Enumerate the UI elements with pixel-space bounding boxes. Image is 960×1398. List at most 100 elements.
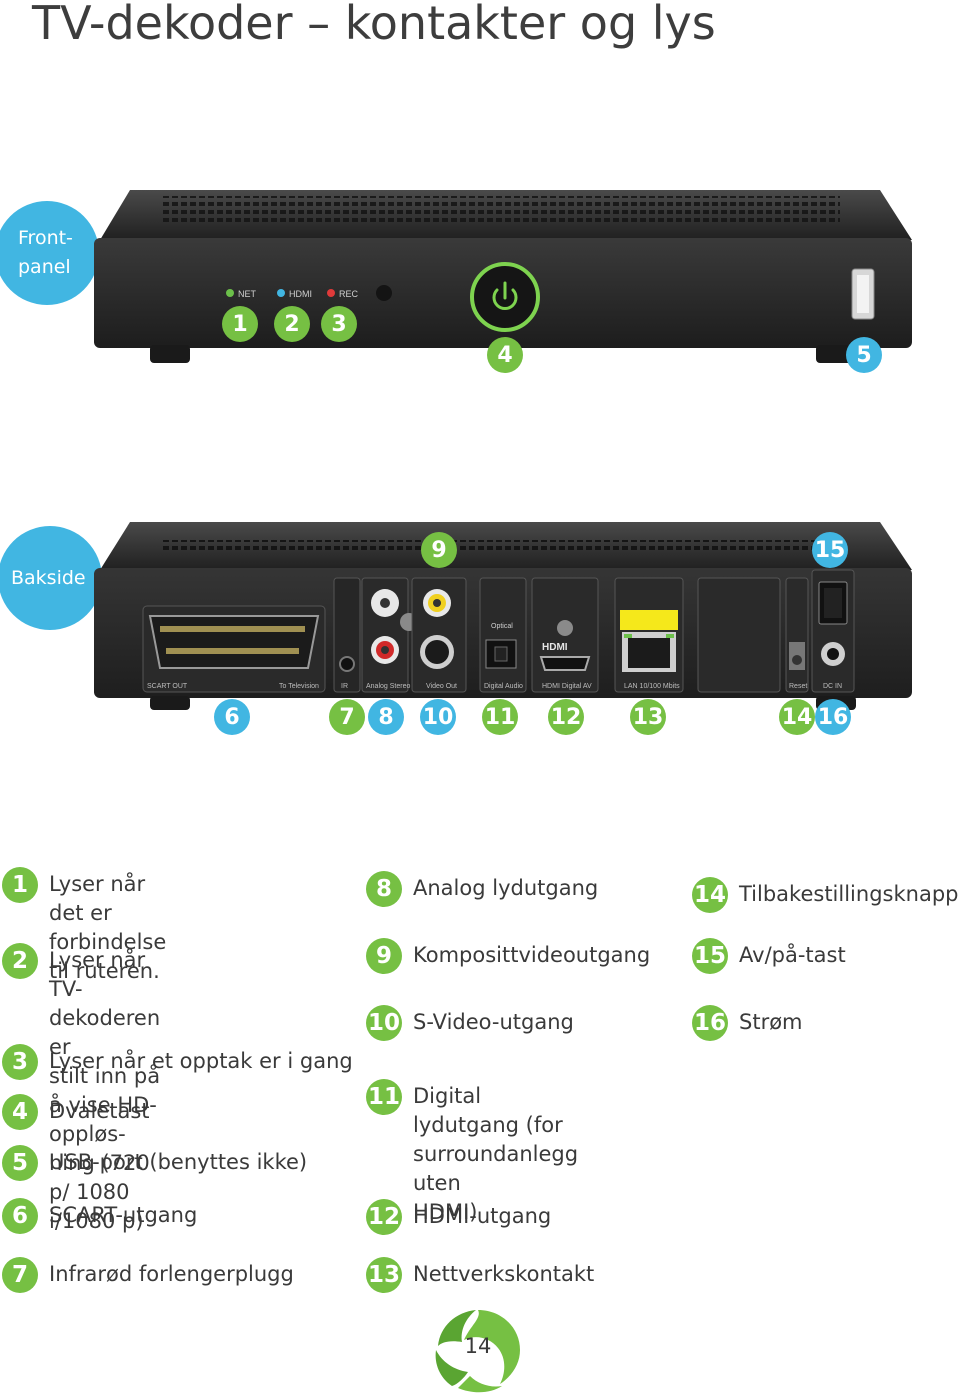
reset-button-hole: [792, 655, 802, 665]
page-number-swirl-icon: [435, 1310, 520, 1393]
legend-number: 12: [366, 1199, 402, 1235]
legend-number: 15: [692, 938, 728, 974]
digital-audio-frame: [479, 577, 527, 693]
callout-1: 1: [222, 306, 258, 342]
legend-text: Analog lydutgang: [413, 876, 599, 900]
page-title: TV-dekoder – kontakter og lys: [32, 0, 716, 50]
ir-port-frame: [333, 577, 361, 693]
top-vents-back: [160, 540, 840, 554]
callout-2: 2: [274, 306, 310, 342]
s-video-inner: [425, 640, 449, 664]
legend-text: Infrarød forlengerplugg: [49, 1262, 294, 1286]
audio-left-center: [380, 598, 390, 608]
legend-number: 16: [692, 1005, 728, 1041]
legend-text: Komposittvideoutgang: [413, 943, 651, 967]
analog-stereo-label: Analog Stereo: [366, 683, 410, 690]
legend-text: SCART-utgang: [49, 1203, 198, 1227]
front-panel-bubble: Front- panel: [0, 201, 99, 305]
legend-text: Lyser når TV-dekoderen er stilt inn på å…: [49, 948, 161, 1233]
net-led-label: NET: [238, 289, 257, 299]
ir-receiver: [376, 285, 392, 301]
reset-label: Reset: [789, 683, 807, 690]
callout-10: 10: [420, 699, 456, 735]
dc-in-label: DC IN: [823, 683, 842, 690]
legend-number: 1: [2, 867, 38, 903]
top-vents: [160, 196, 840, 226]
rec-led: [327, 289, 335, 297]
callout-16: 16: [815, 699, 851, 735]
scart-out-label: SCART OUT: [147, 683, 188, 690]
callout-13: 13: [630, 699, 666, 735]
optical-port-shutter: [494, 646, 508, 662]
legend-text: Lyser når det er forbindelse til ruteren…: [49, 872, 167, 983]
front-panel-label: Front- panel: [18, 227, 73, 278]
legend-number: 7: [2, 1257, 38, 1293]
legend-text: Tilbakestillingsknapp: [739, 882, 959, 906]
callout-6: 6: [214, 699, 250, 735]
video-out-label: Video Out: [426, 683, 457, 690]
hdmi-led: [277, 289, 285, 297]
scart-pins-bottom: [166, 648, 299, 654]
optical-label: Optical: [491, 623, 513, 630]
legend-number: 6: [2, 1198, 38, 1234]
legend-number: 14: [692, 877, 728, 913]
callout-5: 5: [846, 337, 882, 373]
page-number-badge: 14: [432, 1306, 524, 1394]
to-television-label: To Television: [279, 683, 319, 690]
ir-port[interactable]: [339, 656, 355, 672]
callout-7: 7: [329, 699, 365, 735]
legend-number: 4: [2, 1094, 38, 1130]
digital-audio-label: Digital Audio: [484, 683, 523, 690]
legend-text: Strøm: [739, 1010, 803, 1034]
lan-led-left: [624, 634, 632, 638]
reset-frame: [785, 577, 809, 693]
back-panel-label: Bakside: [11, 566, 86, 589]
page-number: 14: [464, 1334, 492, 1358]
lan-sticker: [620, 610, 678, 630]
legend-number: 5: [2, 1145, 38, 1181]
legend-text: Digital lydutgang (for surroundanlegg ut…: [413, 1084, 579, 1224]
callout-12: 12: [548, 699, 584, 735]
blank-panel: [697, 577, 781, 693]
callout-15: 15: [812, 532, 848, 568]
legend-number: 10: [366, 1005, 402, 1041]
callout-8: 8: [368, 699, 404, 735]
composite-video-center: [433, 599, 441, 607]
lan-port[interactable]: [628, 638, 670, 668]
callout-11: 11: [482, 699, 518, 735]
scart-pins-top: [160, 626, 305, 632]
hdmi-port[interactable]: [539, 656, 591, 671]
left-foot-back: [150, 696, 190, 710]
scart-port[interactable]: [148, 615, 320, 669]
hdmi-screw: [557, 620, 573, 636]
callout-14: 14: [779, 699, 815, 735]
legend-text: Lyser når et opptak er i gang: [49, 1049, 353, 1073]
legend-text: Av/på-tast: [739, 943, 846, 967]
legend-number: 9: [366, 938, 402, 974]
rec-led-label: REC: [339, 289, 359, 299]
legend-text: USB-port (benyttes ikke): [49, 1150, 308, 1174]
lan-led-right: [666, 634, 674, 638]
legend-text: Dvaletast: [49, 1099, 150, 1123]
power-switch-rocker: [824, 588, 842, 618]
callout-9: 9: [421, 532, 457, 568]
hdmi-digital-av-label: HDMI Digital AV: [542, 683, 592, 690]
callout-4: 4: [487, 337, 523, 373]
left-foot: [150, 345, 190, 363]
legend-text: HDMI-utgang: [413, 1204, 552, 1228]
legend-number: 2: [2, 943, 38, 979]
back-panel-bubble: Bakside: [0, 526, 102, 630]
legend-number: 11: [366, 1079, 402, 1115]
legend-number: 13: [366, 1257, 402, 1293]
lan-label: LAN 10/100 Mbits: [624, 683, 680, 690]
net-led: [226, 289, 234, 297]
power-icon: [492, 281, 518, 310]
back-panel-illustration: SCART OUT To Television IR Analog Stereo…: [94, 522, 912, 710]
hdmi-led-label: HDMI: [289, 289, 312, 299]
audio-right-center: [381, 646, 389, 654]
callout-3: 3: [321, 306, 357, 342]
legend-number: 8: [366, 871, 402, 907]
legend-text: Nettverkskontakt: [413, 1262, 595, 1286]
legend-number: 3: [2, 1044, 38, 1080]
usb-port-inner: [857, 275, 869, 313]
